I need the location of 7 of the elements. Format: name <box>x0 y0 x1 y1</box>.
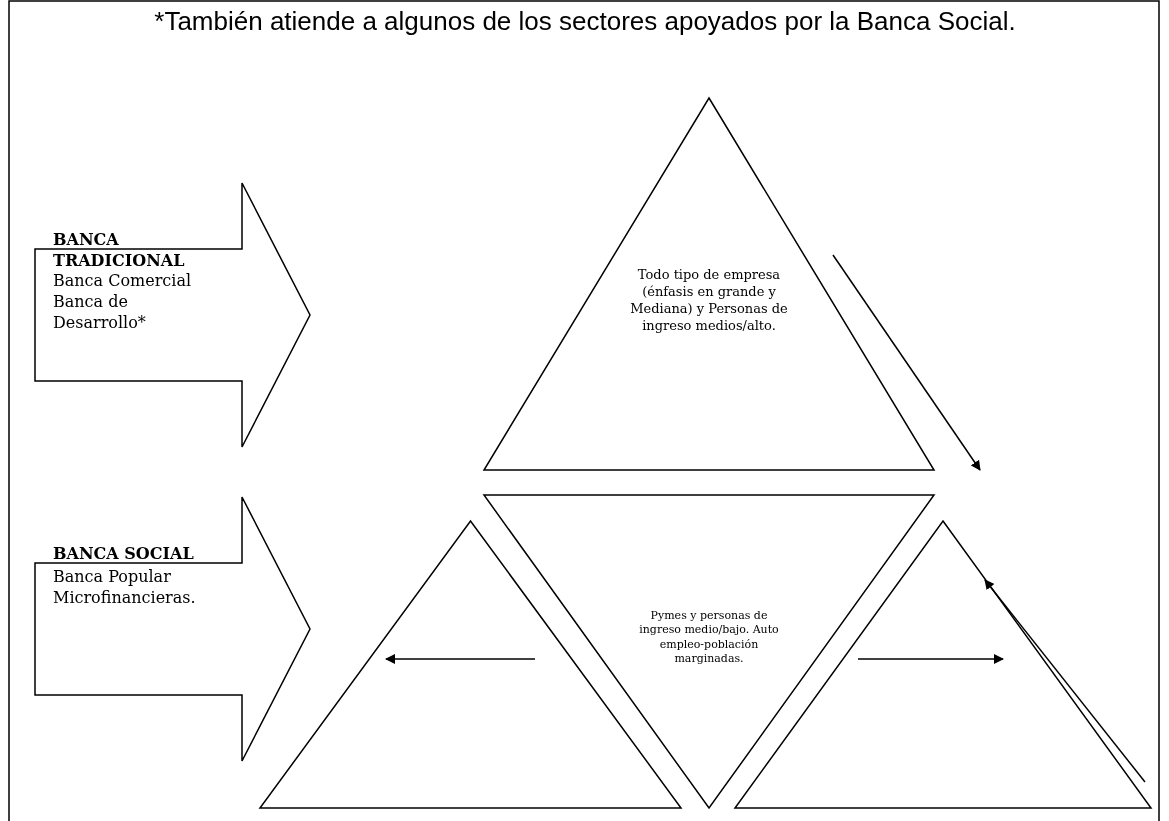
footnote: *También atiende a algunos de los sectores apoyados por la Banca Social. <box>153 6 1017 37</box>
node-text: Banca Popular Microfinancieras. <box>53 567 197 609</box>
heading: BANCA TRADICIONAL <box>53 230 186 272</box>
heading: BANCA SOCIAL <box>53 544 195 565</box>
node-text: Banca Comercial Banca de Desarrollo* <box>53 271 193 334</box>
node-text: Todo tipo de empresa (énfasis en grande y Mediana) y Personas de ingreso medios/alto. <box>629 267 789 335</box>
node-text: Pymes y personas de ingreso medio/bajo. Auto empleo-población marginadas. <box>638 609 780 667</box>
